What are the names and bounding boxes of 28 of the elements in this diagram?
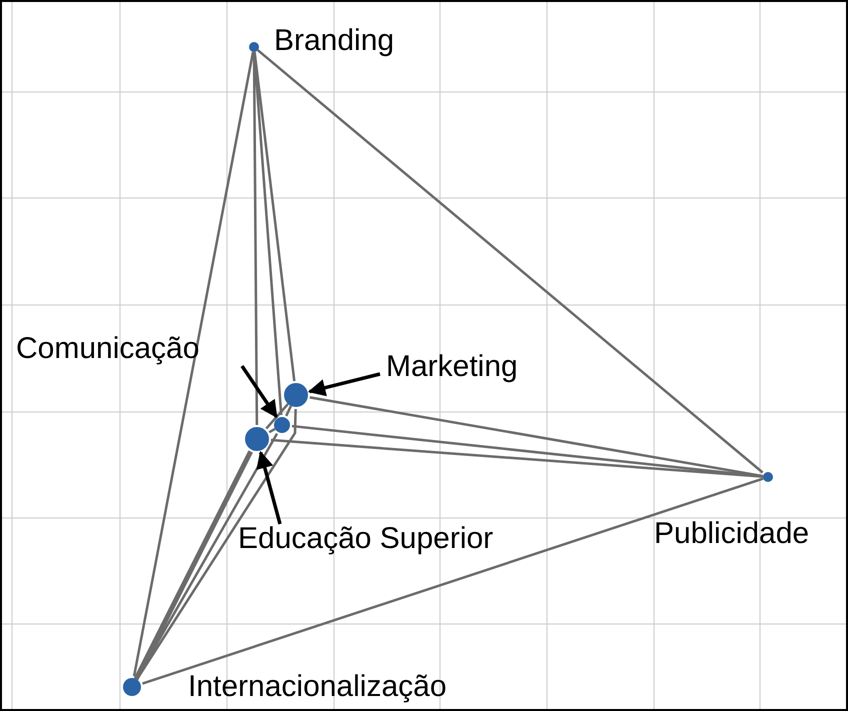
- node-label: Internacionalização: [188, 670, 447, 704]
- network-edge: [292, 424, 764, 478]
- leader-arrow: [256, 450, 282, 524]
- network-node: [249, 42, 259, 52]
- network-edge: [142, 477, 764, 685]
- network-edge: [135, 433, 278, 680]
- node-label: Branding: [274, 24, 394, 58]
- network-node: [245, 427, 269, 451]
- network-edge: [265, 403, 289, 430]
- leader-arrow: [240, 365, 278, 418]
- network-edge: [257, 49, 764, 474]
- leader-arrow: [308, 372, 380, 396]
- network-node: [274, 417, 290, 433]
- network-node: [763, 472, 773, 482]
- node-label: Educação Superior: [238, 522, 494, 556]
- network-edge: [310, 396, 764, 478]
- network-edge: [134, 450, 253, 680]
- network-edge: [268, 428, 276, 434]
- network-node: [123, 678, 141, 696]
- network-edge: [253, 52, 296, 382]
- network-edge: [253, 52, 282, 416]
- network-edge: [285, 405, 292, 416]
- node-label: Publicidade: [654, 517, 810, 551]
- node-label: Marketing: [386, 350, 518, 384]
- network-edge: [270, 438, 764, 478]
- network-edge: [132, 52, 254, 676]
- network-edge: [136, 408, 297, 680]
- network-node: [284, 383, 308, 407]
